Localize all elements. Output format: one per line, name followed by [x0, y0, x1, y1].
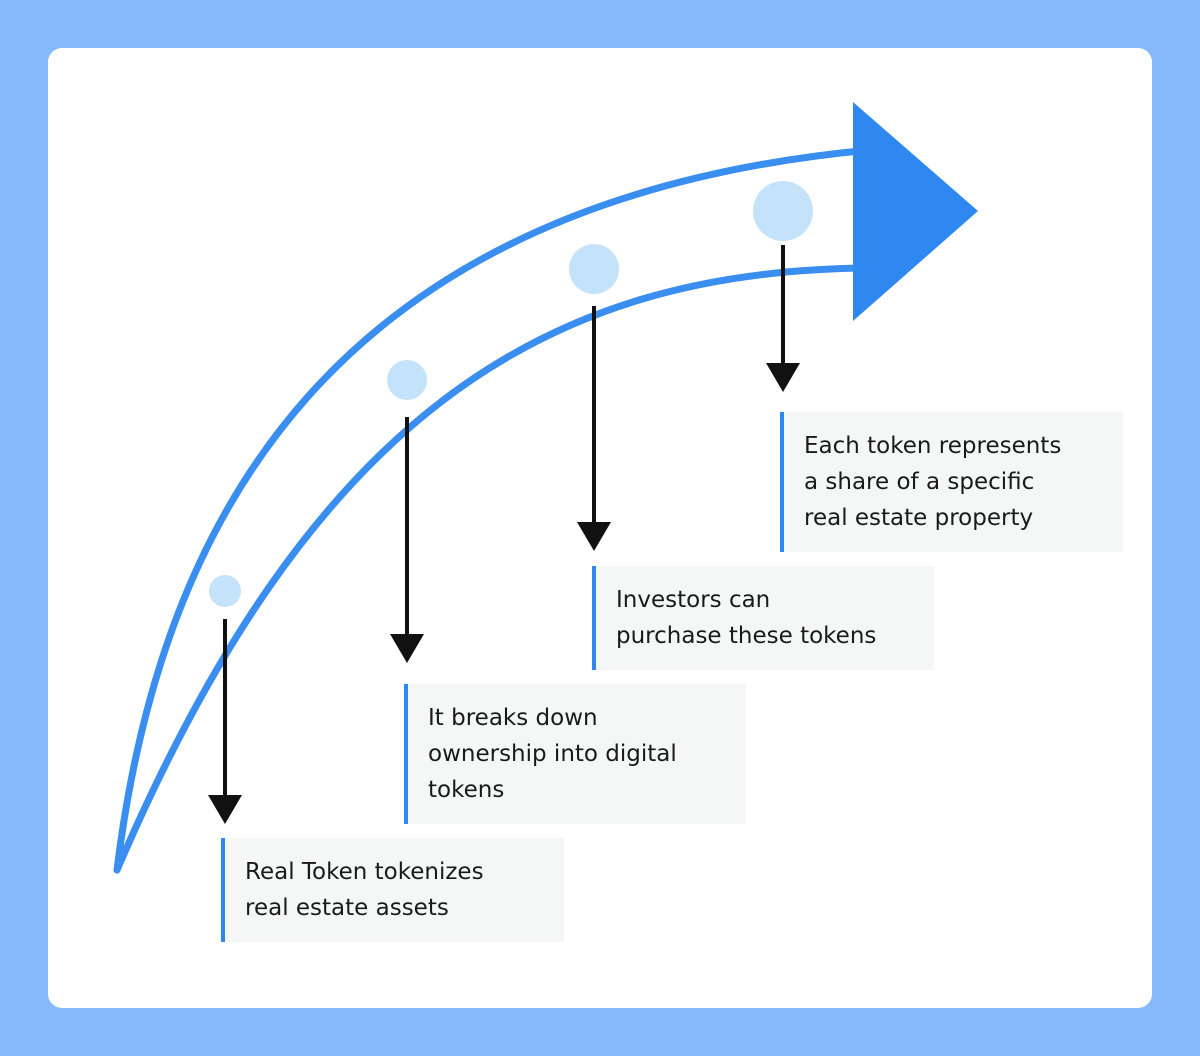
pointer-arrow-3	[577, 306, 611, 551]
pointer-arrow-4	[766, 245, 800, 392]
pointer-arrow-2	[390, 417, 424, 663]
outer-curve	[113, 146, 874, 874]
step-4-text: Each token represents a share of a speci…	[780, 412, 1123, 552]
milestone-dot-4	[753, 181, 813, 241]
step-1-text: Real Token tokenizes real estate assets	[221, 838, 564, 942]
step-3-text: Investors can purchase these tokens	[592, 566, 934, 670]
milestone-dot-3	[569, 244, 619, 294]
arrowhead	[853, 102, 978, 321]
step-2-text: It breaks down ownership into digital to…	[404, 684, 746, 824]
pointer-arrow-1	[208, 619, 242, 824]
milestone-dot-2	[387, 360, 427, 400]
inner-curve	[113, 264, 874, 874]
milestone-dot-1	[209, 575, 241, 607]
